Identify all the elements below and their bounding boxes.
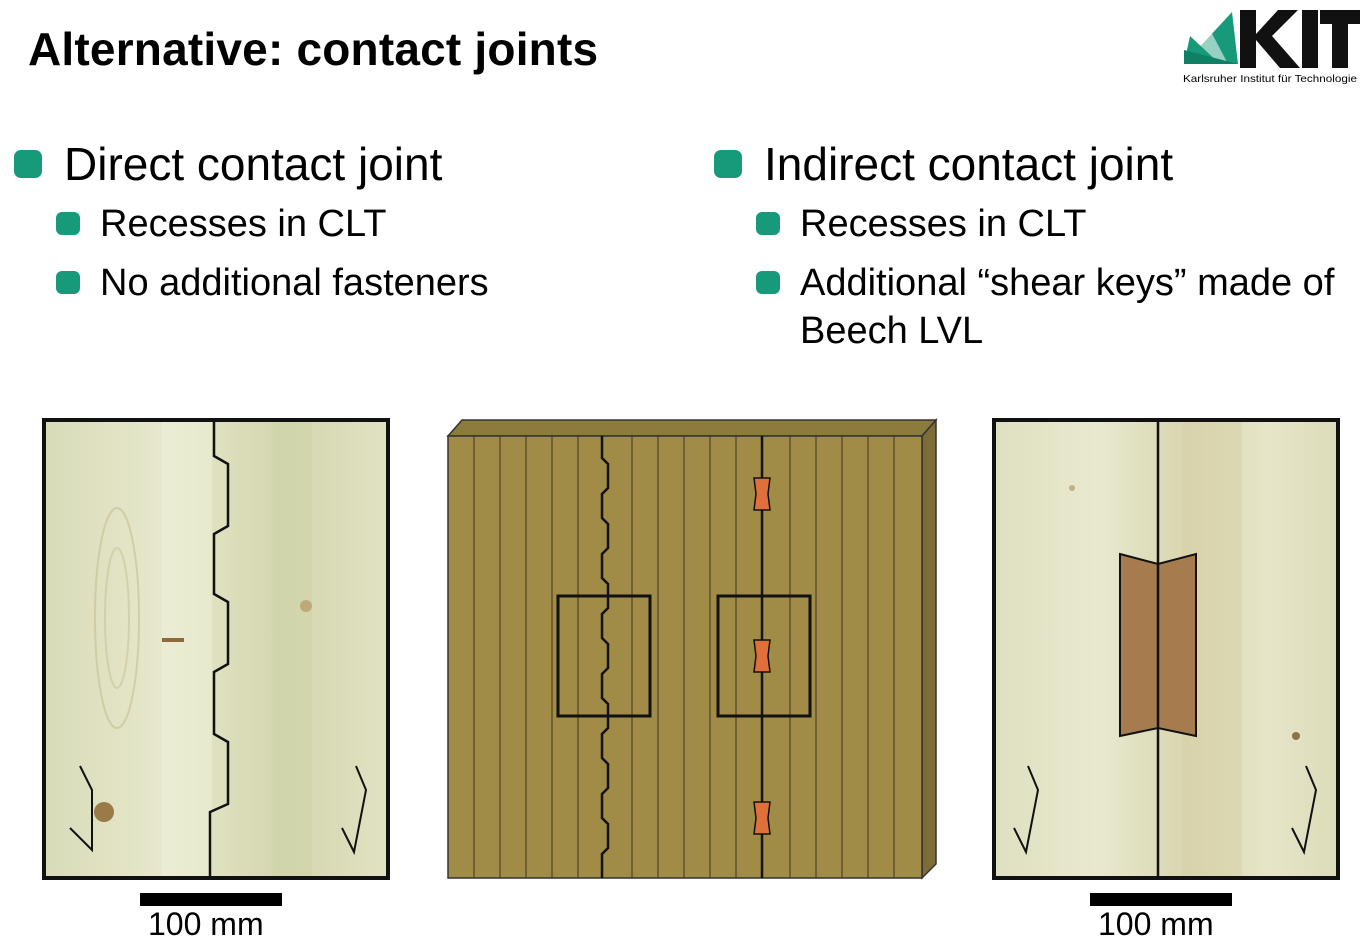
break-symbol-left xyxy=(69,765,93,853)
sub-bullet-text: Recesses in CLT xyxy=(800,203,1087,245)
sub-bullet-text: Recesses in CLT xyxy=(100,203,387,245)
bullet-square-icon xyxy=(56,271,80,294)
bullet-heading: Direct contact joint xyxy=(64,138,443,190)
bullet-square-icon xyxy=(714,150,742,178)
bullet-square-icon xyxy=(756,212,780,235)
bullet-square-icon xyxy=(756,271,780,294)
lamella-lines xyxy=(473,436,895,878)
sub-bullet-text: Additional “shear keys” made of Beech LV… xyxy=(800,262,1335,352)
kit-logo: Karlsruher Institut für Technologie xyxy=(1183,10,1360,85)
break-symbol-right xyxy=(341,765,368,856)
bullet-indirect-contact: Indirect contact joint xyxy=(712,134,1372,194)
indirect-contact-column: Indirect contact joint Recesses in CLT A… xyxy=(712,134,1372,366)
page-title: Alternative: contact joints xyxy=(28,23,599,75)
bullet-direct-contact: Direct contact joint xyxy=(12,134,672,194)
direct-joint-line xyxy=(600,436,610,878)
detail-box-indirect xyxy=(716,594,812,718)
sub-bullet: No additional fasteners xyxy=(12,259,672,307)
kit-logo-tagline: Karlsruher Institut für Technologie xyxy=(1183,73,1357,85)
sub-bullet: Recesses in CLT xyxy=(712,200,1372,248)
bullet-square-icon xyxy=(14,150,42,178)
bullet-heading: Indirect contact joint xyxy=(764,138,1174,190)
shear-keys xyxy=(753,477,771,835)
sub-bullet-text: No additional fasteners xyxy=(100,262,489,304)
kit-logo-letters xyxy=(1240,10,1360,68)
scale-label: 100 mm xyxy=(1098,906,1214,942)
bullet-square-icon xyxy=(56,212,80,235)
kit-logo-fan-icon xyxy=(1184,12,1238,64)
scale-label: 100 mm xyxy=(148,906,264,942)
sub-bullet: Recesses in CLT xyxy=(12,200,672,248)
scale-bar xyxy=(140,893,282,906)
break-symbol-left xyxy=(1013,765,1040,856)
scale-bar xyxy=(1090,893,1232,906)
break-symbol-right xyxy=(1291,765,1318,856)
joint-line xyxy=(208,422,230,876)
indirect-contact-photo xyxy=(992,418,1340,880)
direct-contact-photo xyxy=(42,418,390,880)
clt-joint-schematic xyxy=(446,418,938,880)
direct-contact-column: Direct contact joint Recesses in CLT No … xyxy=(12,134,672,318)
sub-bullet: Additional “shear keys” made of Beech LV… xyxy=(712,259,1372,355)
detail-box-direct xyxy=(556,594,652,718)
